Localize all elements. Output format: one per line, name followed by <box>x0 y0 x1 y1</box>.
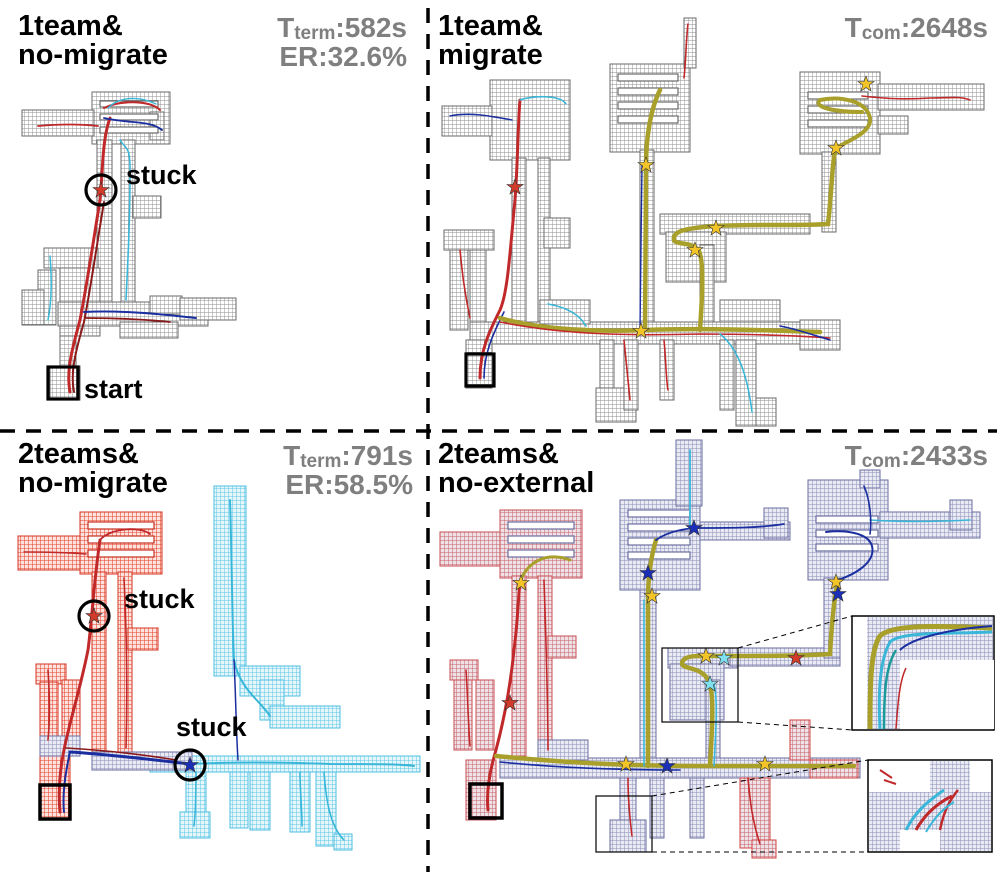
star-icon <box>92 181 110 198</box>
metric-top-right: Tcom:2648s <box>844 12 988 44</box>
metric-time: Tterm:582s <box>277 12 407 44</box>
metric-bottom-left: Tterm:791s ER:58.5% <box>283 442 413 499</box>
panel-title-bottom-left: 2teams& no-migrate <box>18 440 168 498</box>
star-icon <box>181 756 199 773</box>
map-1team-no-migrate <box>21 91 237 401</box>
zoom-connector <box>737 615 853 649</box>
start-marker <box>464 352 496 388</box>
title-line-2: no-migrate <box>18 467 168 499</box>
stuck-marker <box>173 748 207 782</box>
map-2teams-no-migrate <box>17 485 421 851</box>
map-2teams-no-external <box>439 439 995 859</box>
metric-er: ER:32.6% <box>279 41 407 72</box>
metric-er: ER:58.5% <box>285 469 413 500</box>
panel-title-bottom-right: 2teams& no-external <box>438 440 594 498</box>
metric-top-left: Tterm:582s ER:32.6% <box>277 14 407 71</box>
annotation-stuck: stuck <box>126 160 197 190</box>
star-icon <box>506 75 875 339</box>
zoom-source-box-lower <box>595 795 653 853</box>
title-line-2: no-migrate <box>18 39 168 71</box>
zoom-inset-upper <box>851 615 995 731</box>
title-line-2: no-external <box>438 467 595 499</box>
map-1team-migrate <box>441 17 985 427</box>
annotation-start: start <box>84 374 143 404</box>
zoom-inset-lower <box>867 759 993 853</box>
metric-time: Tterm:791s <box>283 440 413 472</box>
star-icon <box>85 607 103 624</box>
title-line-1: 2teams& <box>438 438 559 470</box>
stuck-marker <box>77 599 111 633</box>
title-line-1: 1team& <box>18 10 123 42</box>
annotation-stuck: stuck <box>124 584 195 614</box>
title-line-1: 2teams& <box>18 438 139 470</box>
panel-title-top-right: 1team& migrate <box>438 12 543 70</box>
stuck-marker <box>84 173 118 207</box>
start-marker <box>38 783 72 821</box>
start-marker <box>46 365 80 401</box>
title-line-2: migrate <box>438 39 543 71</box>
metric-time: Tcom:2433s <box>844 440 988 472</box>
title-line-1: 1team& <box>438 10 543 42</box>
star-icon <box>501 519 847 774</box>
metric-bottom-right: Tcom:2433s <box>844 440 988 472</box>
zoom-source-box-upper <box>661 647 739 723</box>
start-marker <box>468 782 504 820</box>
zoom-connector <box>737 721 853 731</box>
panel-title-top-left: 1team& no-migrate <box>18 12 168 70</box>
annotation-stuck: stuck <box>176 712 247 742</box>
zoom-connector <box>651 759 869 797</box>
metric-time: Tcom:2648s <box>844 12 988 44</box>
